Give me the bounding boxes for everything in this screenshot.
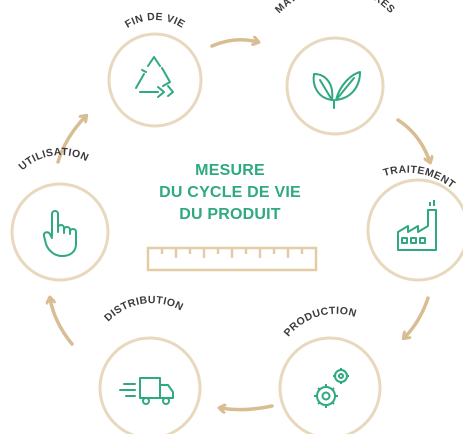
stage-circle: [366, 178, 463, 282]
stage-circle: [278, 336, 382, 434]
arrow-traitement-to-production: [404, 296, 430, 338]
arrow-fin-to-matieres: [210, 40, 258, 48]
title-line-3: DU PRODUIT: [179, 206, 281, 223]
stage-circle: [10, 182, 110, 282]
title-line-2: DU CYCLE DE VIE: [159, 184, 301, 201]
arrow-matieres-to-traitement: [396, 118, 430, 162]
stage-circle: [285, 36, 385, 136]
stage-label: PRODUCTION: [282, 305, 358, 339]
delivery-truck-icon: [119, 377, 174, 405]
stage-fin-de-vie: FIN DE VIE: [107, 11, 203, 128]
title-line-1: MESURE: [195, 162, 265, 179]
gears-icon: [314, 368, 349, 408]
arrow-utilisation-to-fin: [56, 116, 86, 164]
stage-circle: [98, 336, 202, 434]
stage-distribution: DISTRIBUTION: [98, 294, 202, 434]
factory-icon: [397, 200, 437, 251]
ruler-icon: [146, 246, 318, 272]
arrow-production-to-distribution: [220, 406, 274, 410]
leaves-icon: [312, 71, 361, 109]
diagram-title: MESURE DU CYCLE DE VIE DU PRODUIT: [130, 160, 330, 226]
arrow-distribution-to-utilisation: [50, 298, 74, 346]
stage-circle: [107, 32, 203, 128]
stage-traitement: TRAITEMENT: [366, 164, 463, 282]
stage-label: UTILISATION: [16, 146, 90, 173]
stage-production: PRODUCTION: [278, 305, 382, 434]
stage-label: FIN DE VIE: [123, 11, 187, 31]
stage-utilisation: UTILISATION: [10, 146, 110, 282]
recycle-icon: [135, 56, 174, 98]
stage-label: DISTRIBUTION: [102, 294, 185, 324]
stage-matieres-premieres: MATIÈRES PREMIÈRES: [273, 0, 397, 136]
hand-pointer-icon: [42, 210, 77, 257]
stage-label: MATIÈRES PREMIÈRES: [273, 0, 397, 16]
